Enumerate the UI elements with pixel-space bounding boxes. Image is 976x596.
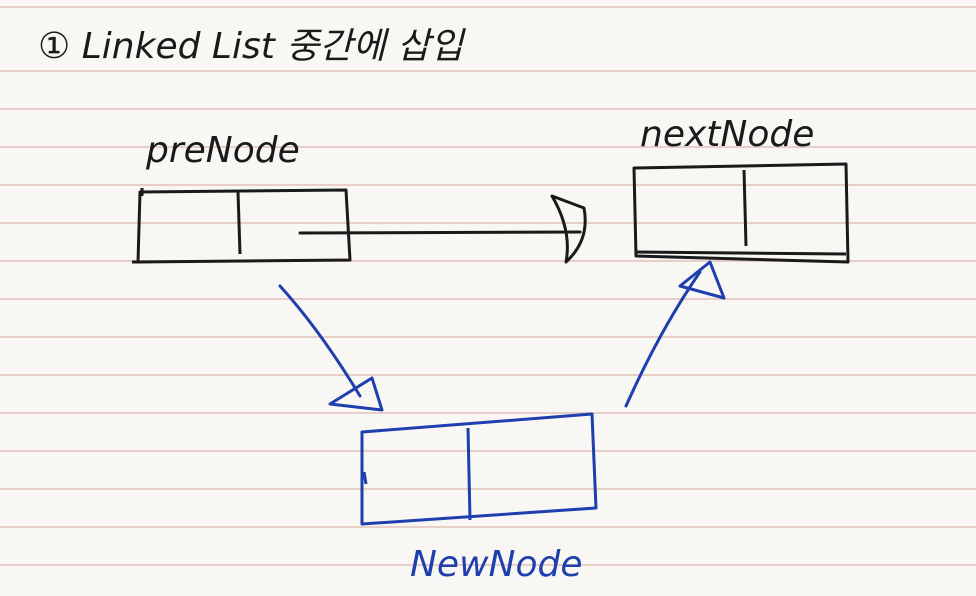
blue-arrowhead-down	[328, 376, 384, 412]
pre-node-divider	[236, 191, 242, 255]
new-node: NewNode	[360, 412, 598, 585]
new-to-next-arrow	[624, 260, 726, 408]
new-node-label: NewNode	[410, 544, 582, 585]
new-node-box	[360, 412, 598, 526]
black-arrowhead	[550, 194, 587, 264]
blue-arrowhead-up	[678, 260, 726, 300]
pre-node-box	[136, 188, 352, 264]
next-node-label: nextNode	[640, 114, 814, 155]
pre-node-label: preNode	[145, 130, 300, 171]
diagram-title: ① Linked List 중간에 삽입	[38, 26, 466, 67]
next-node-box	[632, 162, 850, 264]
next-node-divider	[742, 169, 748, 247]
pre-to-next-arrow	[298, 194, 587, 264]
next-node: nextNode	[632, 114, 850, 264]
pre-to-new-arrow	[278, 284, 384, 412]
pre-node: preNode	[132, 130, 352, 264]
new-node-divider	[466, 427, 472, 521]
